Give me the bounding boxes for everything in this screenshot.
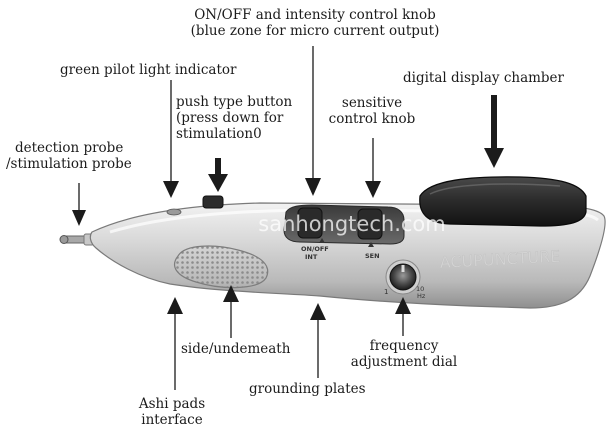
label-ashi-pads-line1: Ashi pads	[138, 396, 206, 412]
label-onoff-knob: ON/OFF and intensity control knob (blue …	[170, 7, 460, 39]
onoff-marking-line1: ON/OFF	[301, 245, 329, 253]
onoff-knob[interactable]	[297, 207, 323, 239]
label-frequency-dial-line1: frequency	[369, 338, 439, 354]
label-pilot-light: green pilot light indicator	[60, 62, 237, 78]
label-ashi-pads: Ashi pads interface	[122, 396, 222, 428]
push-button[interactable]	[202, 195, 224, 209]
label-probe-line2: /stimulation probe	[6, 156, 132, 172]
dial-min: 1	[384, 288, 388, 296]
sensitive-knob[interactable]	[357, 208, 383, 240]
watermark: sanhongtech.com	[258, 212, 445, 236]
label-push-button-line3: stimulation0	[176, 126, 262, 142]
label-onoff-knob-line1: ON/OFF and intensity control knob	[194, 7, 436, 23]
label-digital-display: digital display chamber	[403, 70, 565, 86]
label-push-button-line1: push type button	[176, 94, 293, 110]
label-side: side/undemeath	[181, 341, 291, 357]
dial-max: 10	[416, 285, 424, 293]
label-ashi-pads-line2: interface	[141, 412, 203, 428]
label-frequency-dial: frequency adjustment dial	[340, 338, 468, 370]
label-frequency-dial-line2: adjustment dial	[350, 354, 458, 370]
sen-marking: SEN	[365, 252, 380, 260]
pilot-light	[166, 208, 182, 216]
label-grounding-plates: grounding plates	[249, 381, 366, 397]
dial-unit: Hz	[417, 292, 426, 300]
digital-display	[419, 176, 587, 227]
frequency-dial[interactable]	[385, 259, 421, 295]
ashi-pads	[174, 245, 269, 289]
label-sensitive-knob-line2: control knob	[328, 111, 416, 127]
label-sensitive-knob-line1: sensitive	[341, 95, 403, 111]
label-sensitive-knob: sensitive control knob	[316, 95, 428, 127]
label-probe-line1: detection probe	[15, 140, 124, 156]
arrows	[72, 46, 504, 390]
label-probe: detection probe /stimulation probe	[6, 140, 132, 172]
label-push-button: push type button (press down for stimula…	[176, 94, 292, 142]
onoff-marking-line2: INT	[305, 253, 318, 261]
label-onoff-knob-line2: (blue zone for micro current output)	[190, 23, 440, 39]
probe-tip	[59, 233, 95, 246]
label-push-button-line2: (press down for	[176, 110, 284, 126]
